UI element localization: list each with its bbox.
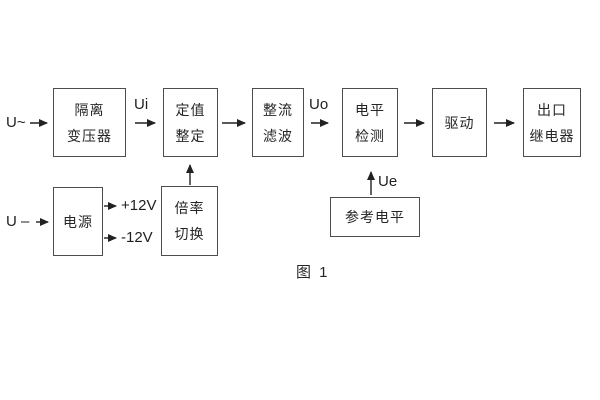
block-label: 滤波 (263, 127, 293, 144)
block-label: 驱动 (444, 114, 475, 131)
rail-positive-label: +12V (121, 197, 157, 214)
block-label: 参考电平 (345, 209, 405, 225)
block-label: 定值 (175, 101, 206, 118)
block-level-detector: 电平 检测 (342, 88, 398, 157)
block-label: 出口 (537, 101, 567, 118)
ac-input-label: U~ (6, 114, 26, 131)
block-label: 整定 (175, 127, 206, 144)
block-setting-adjustment: 定值 整定 (163, 88, 218, 157)
block-label: 倍率 (174, 200, 205, 216)
block-label: 变压器 (67, 127, 112, 144)
block-output-relay: 出口 继电器 (523, 88, 581, 157)
signal-ue-label: Ue (378, 173, 398, 190)
block-reference-level: 参考电平 (330, 197, 420, 237)
block-isolation-transformer: 隔离 变压器 (53, 88, 126, 157)
signal-ui-label: Ui (134, 96, 149, 113)
signal-uo-label: Uo (309, 96, 329, 113)
block-label: 隔离 (74, 101, 105, 118)
block-rectifier-filter: 整流 滤波 (252, 88, 304, 157)
block-label: 继电器 (529, 127, 575, 144)
block-label: 切换 (174, 226, 205, 242)
block-label: 检测 (355, 127, 385, 144)
dc-input-label: U – (6, 213, 30, 230)
block-label: 电平 (355, 101, 385, 118)
figure-caption: 图 1 (296, 264, 330, 281)
rail-negative-label: -12V (121, 229, 153, 246)
block-ratio-switch: 倍率 切换 (161, 186, 218, 256)
block-driver: 驱动 (432, 88, 487, 157)
block-power-supply: 电源 (53, 187, 103, 256)
block-label: 电源 (63, 213, 93, 230)
block-label: 整流 (263, 101, 293, 118)
